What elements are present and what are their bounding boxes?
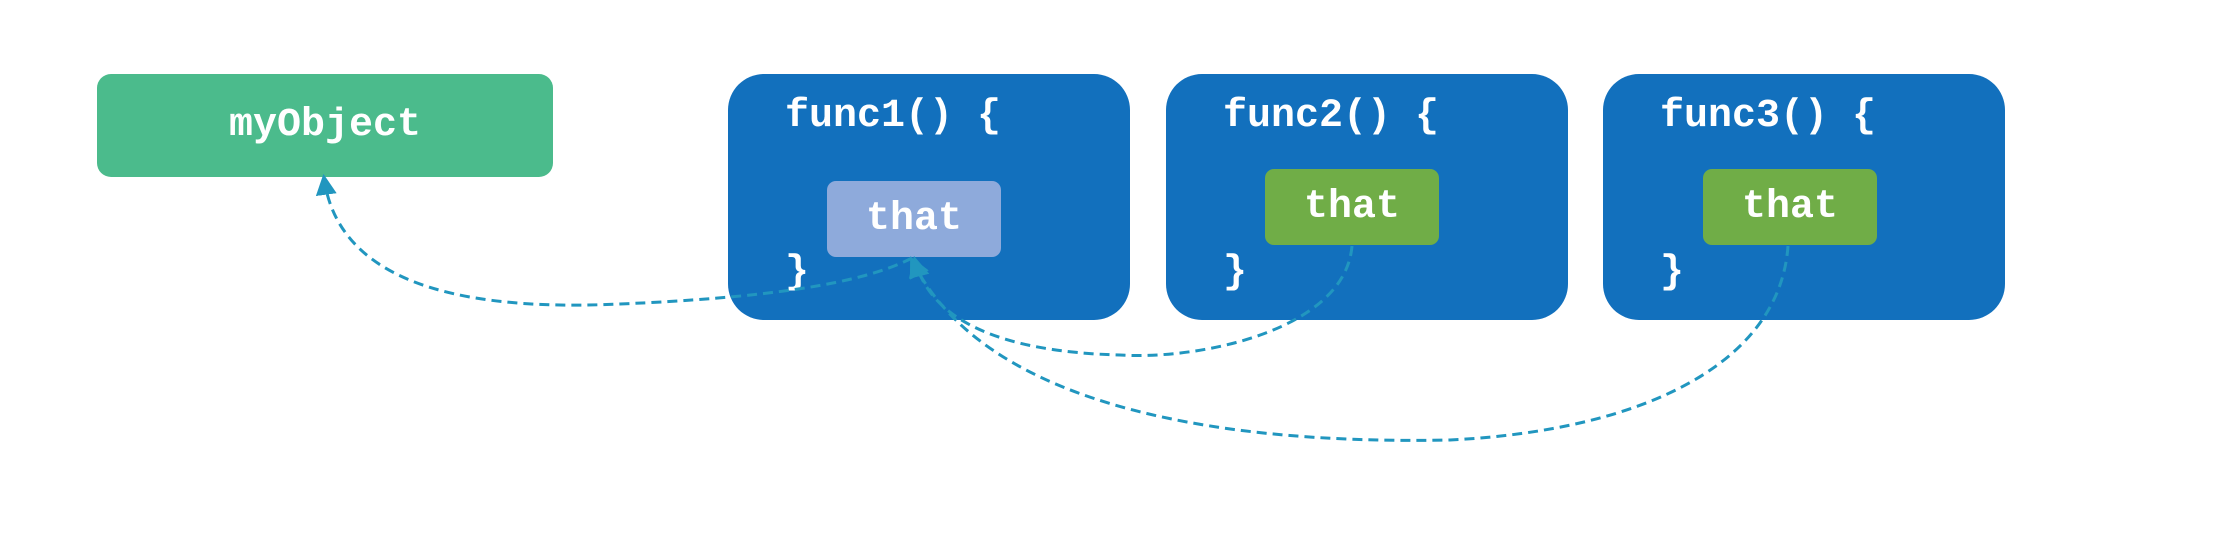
arrow-func3-to-func1 [909,245,1790,442]
func3-closing-brace: } [1660,250,1685,295]
arrow-func2-to-func1 [908,245,1354,358]
func2-box: func2() { that } [1166,74,1568,320]
func1-that-chip: that [827,181,1001,257]
arrow-func1-to-myobject [315,173,913,307]
func3-that-chip: that [1703,169,1877,245]
my-object-label: myObject [228,103,422,148]
func2-header: func2() { [1223,94,1440,139]
func1-box: func1() { that } [728,74,1130,320]
func2-closing-brace: } [1223,250,1248,295]
func2-that-label: that [1303,184,1400,230]
func3-that-label: that [1741,184,1838,230]
func3-box: func3() { that } [1603,74,2005,320]
my-object-box: myObject [97,74,553,177]
func3-header: func3() { [1660,94,1877,139]
func2-that-chip: that [1265,169,1439,245]
func1-that-label: that [865,196,962,242]
func1-closing-brace: } [785,250,810,295]
func1-header: func1() { [785,94,1002,139]
